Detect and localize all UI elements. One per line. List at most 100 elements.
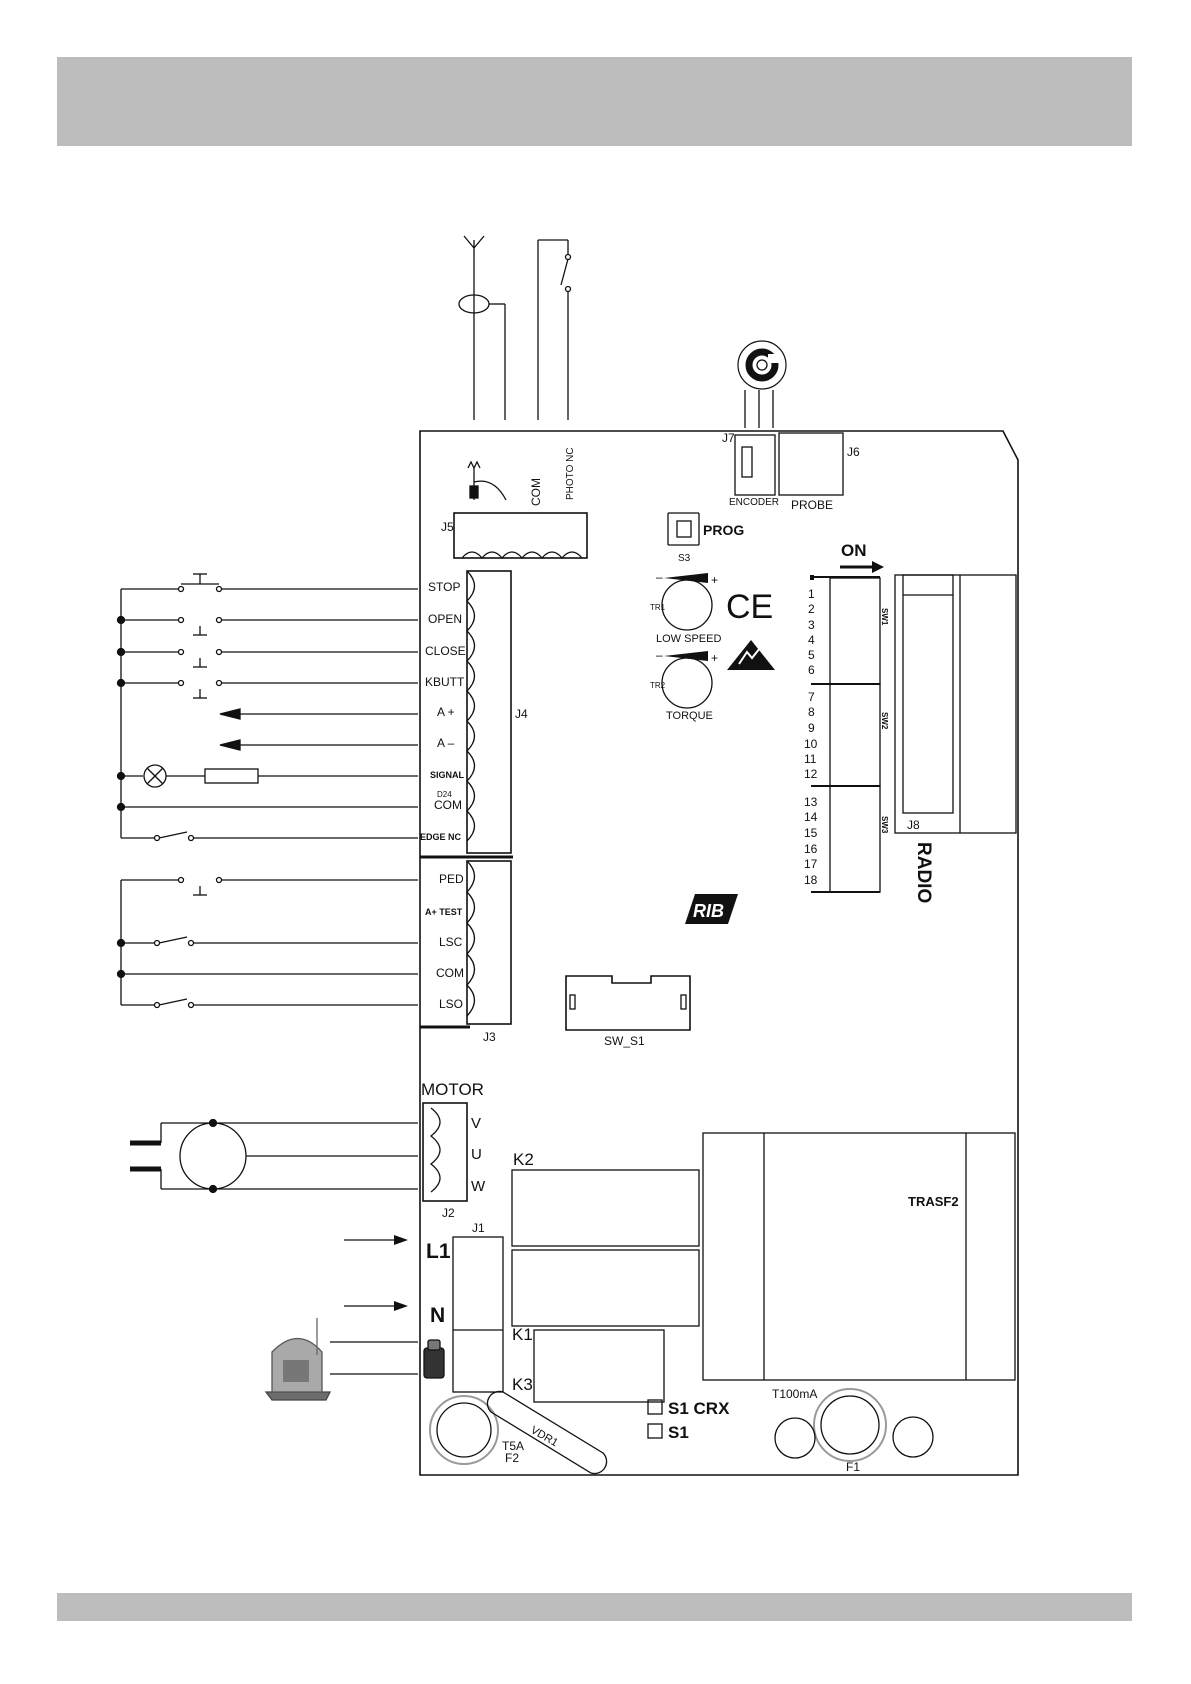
option-s1: S1	[668, 1423, 689, 1442]
j7-connector	[734, 434, 776, 496]
j3-pin-com: COM	[436, 966, 464, 980]
fuse-f2	[429, 1395, 499, 1465]
fuse-f1-rating: T100mA	[772, 1387, 817, 1401]
motor-wiring	[130, 1118, 418, 1194]
j6-ref: J6	[847, 445, 860, 459]
ramp-icon	[664, 573, 708, 583]
dip-num: 6	[808, 663, 815, 677]
tr1-plus: +	[711, 573, 718, 587]
motor-pin-w: W	[471, 1178, 486, 1195]
antenna-icon	[458, 235, 506, 420]
dip-num: 2	[808, 602, 815, 616]
tr2-minus: –	[656, 648, 663, 662]
tr2-plus: +	[711, 651, 718, 665]
j2-connector	[422, 1102, 468, 1202]
relays	[511, 1169, 700, 1403]
j3-ref: J3	[483, 1030, 496, 1044]
dip-num: 10	[804, 737, 818, 751]
photocell-contact	[537, 239, 572, 420]
j4-pin-signal: SIGNAL	[430, 770, 465, 780]
fuse-f2-rating: T5A	[502, 1439, 524, 1453]
vdr-label: VDR1	[529, 1424, 560, 1449]
dip-on-label: ON	[841, 541, 867, 560]
prog-button	[667, 512, 700, 546]
power-pin-n: N	[430, 1304, 445, 1327]
dip-num: 5	[808, 648, 815, 662]
transformer-label: TRASF2	[908, 1194, 959, 1209]
dip-num: 4	[808, 633, 815, 647]
j4-pin-com: COM	[434, 798, 462, 812]
dip-group-3: SW3	[880, 816, 889, 834]
dip-num: 13	[804, 795, 818, 809]
motor-title: MOTOR	[421, 1080, 484, 1099]
j6-connector	[778, 432, 844, 496]
fuse-f1	[774, 1388, 934, 1462]
j4-pin-edge-nc: EDGE NC	[420, 832, 462, 842]
j4-ref: J4	[515, 707, 528, 721]
j4-signal-sub: D24	[437, 790, 452, 799]
dip-num: 15	[804, 826, 818, 840]
motor-icon	[179, 1122, 247, 1190]
dip-num: 8	[808, 705, 815, 719]
j5-connector	[453, 460, 588, 560]
j4-pin-a-minus: A –	[437, 736, 455, 750]
svg-text:RIB: RIB	[693, 901, 724, 921]
ramp-icon	[664, 651, 708, 661]
ce-mark-icon: CE	[726, 588, 773, 626]
tr2-trimmer	[661, 651, 713, 709]
fuse-f2-ref: F2	[505, 1451, 519, 1465]
j1-connector	[452, 1236, 504, 1393]
j1-ref: J1	[472, 1221, 485, 1235]
j4-pin-open: OPEN	[428, 612, 462, 626]
dip-num: 3	[808, 618, 815, 632]
dip-group-2: SW2	[880, 712, 889, 730]
dip-num: 9	[808, 721, 815, 735]
j7-ref: J7	[722, 431, 735, 445]
fuse-f1-ref: F1	[846, 1460, 860, 1474]
dip-switch-block	[810, 561, 884, 893]
power-pin-l1: L1	[426, 1240, 451, 1263]
option-checkboxes	[647, 1399, 663, 1439]
relay-k2: K2	[513, 1150, 534, 1169]
j8-ref: J8	[907, 818, 920, 832]
tr1-trimmer	[661, 573, 713, 631]
j4-connector	[420, 570, 513, 859]
flashing-light-wiring	[264, 1318, 445, 1401]
lamp-icon	[143, 764, 167, 788]
dip-numbers: 1 2 3 4 5 6 7 8 9 10 11 12 13 14 15 16 1…	[804, 587, 818, 887]
dip-group-1: SW1	[880, 608, 889, 626]
tr1-label: LOW SPEED	[656, 633, 721, 645]
dip-num: 18	[804, 873, 818, 887]
antenna-symbol-icon	[467, 460, 507, 501]
vdr	[486, 1390, 608, 1475]
board-outline	[419, 430, 1019, 1476]
j4-pin-a-plus: A +	[437, 705, 455, 719]
j3-pin-lsc: LSC	[439, 935, 463, 949]
relay-k1: K1	[512, 1325, 533, 1344]
rib-logo: RIB	[685, 894, 738, 924]
j5-ref: J5	[441, 520, 454, 534]
motor-pin-v: V	[471, 1115, 481, 1132]
tr2-label: TORQUE	[666, 710, 713, 722]
dip-num: 17	[804, 857, 818, 871]
transformer	[702, 1132, 1016, 1381]
esd-warning-icon	[727, 640, 775, 670]
j3-pin-a-test: A+ TEST	[425, 907, 463, 917]
j3-connector	[420, 860, 512, 1029]
j6-label: PROBE	[791, 498, 833, 512]
header-band	[57, 57, 1132, 146]
j3-pin-lso: LSO	[439, 997, 463, 1011]
dip-num: 7	[808, 690, 815, 704]
dip-num: 1	[808, 587, 815, 601]
footer-band	[57, 1593, 1132, 1621]
left-wiring	[116, 573, 418, 1009]
j5-pin-photo-nc: PHOTO NC	[565, 447, 576, 500]
motor-pin-u: U	[471, 1146, 482, 1163]
j4-pin-close: CLOSE	[425, 644, 466, 658]
dip-num: 16	[804, 842, 818, 856]
prog-ref: S3	[678, 553, 691, 564]
option-s1-crx: S1 CRX	[668, 1399, 730, 1418]
prog-label: PROG	[703, 522, 744, 538]
tr1-ref: TR1	[650, 603, 666, 612]
